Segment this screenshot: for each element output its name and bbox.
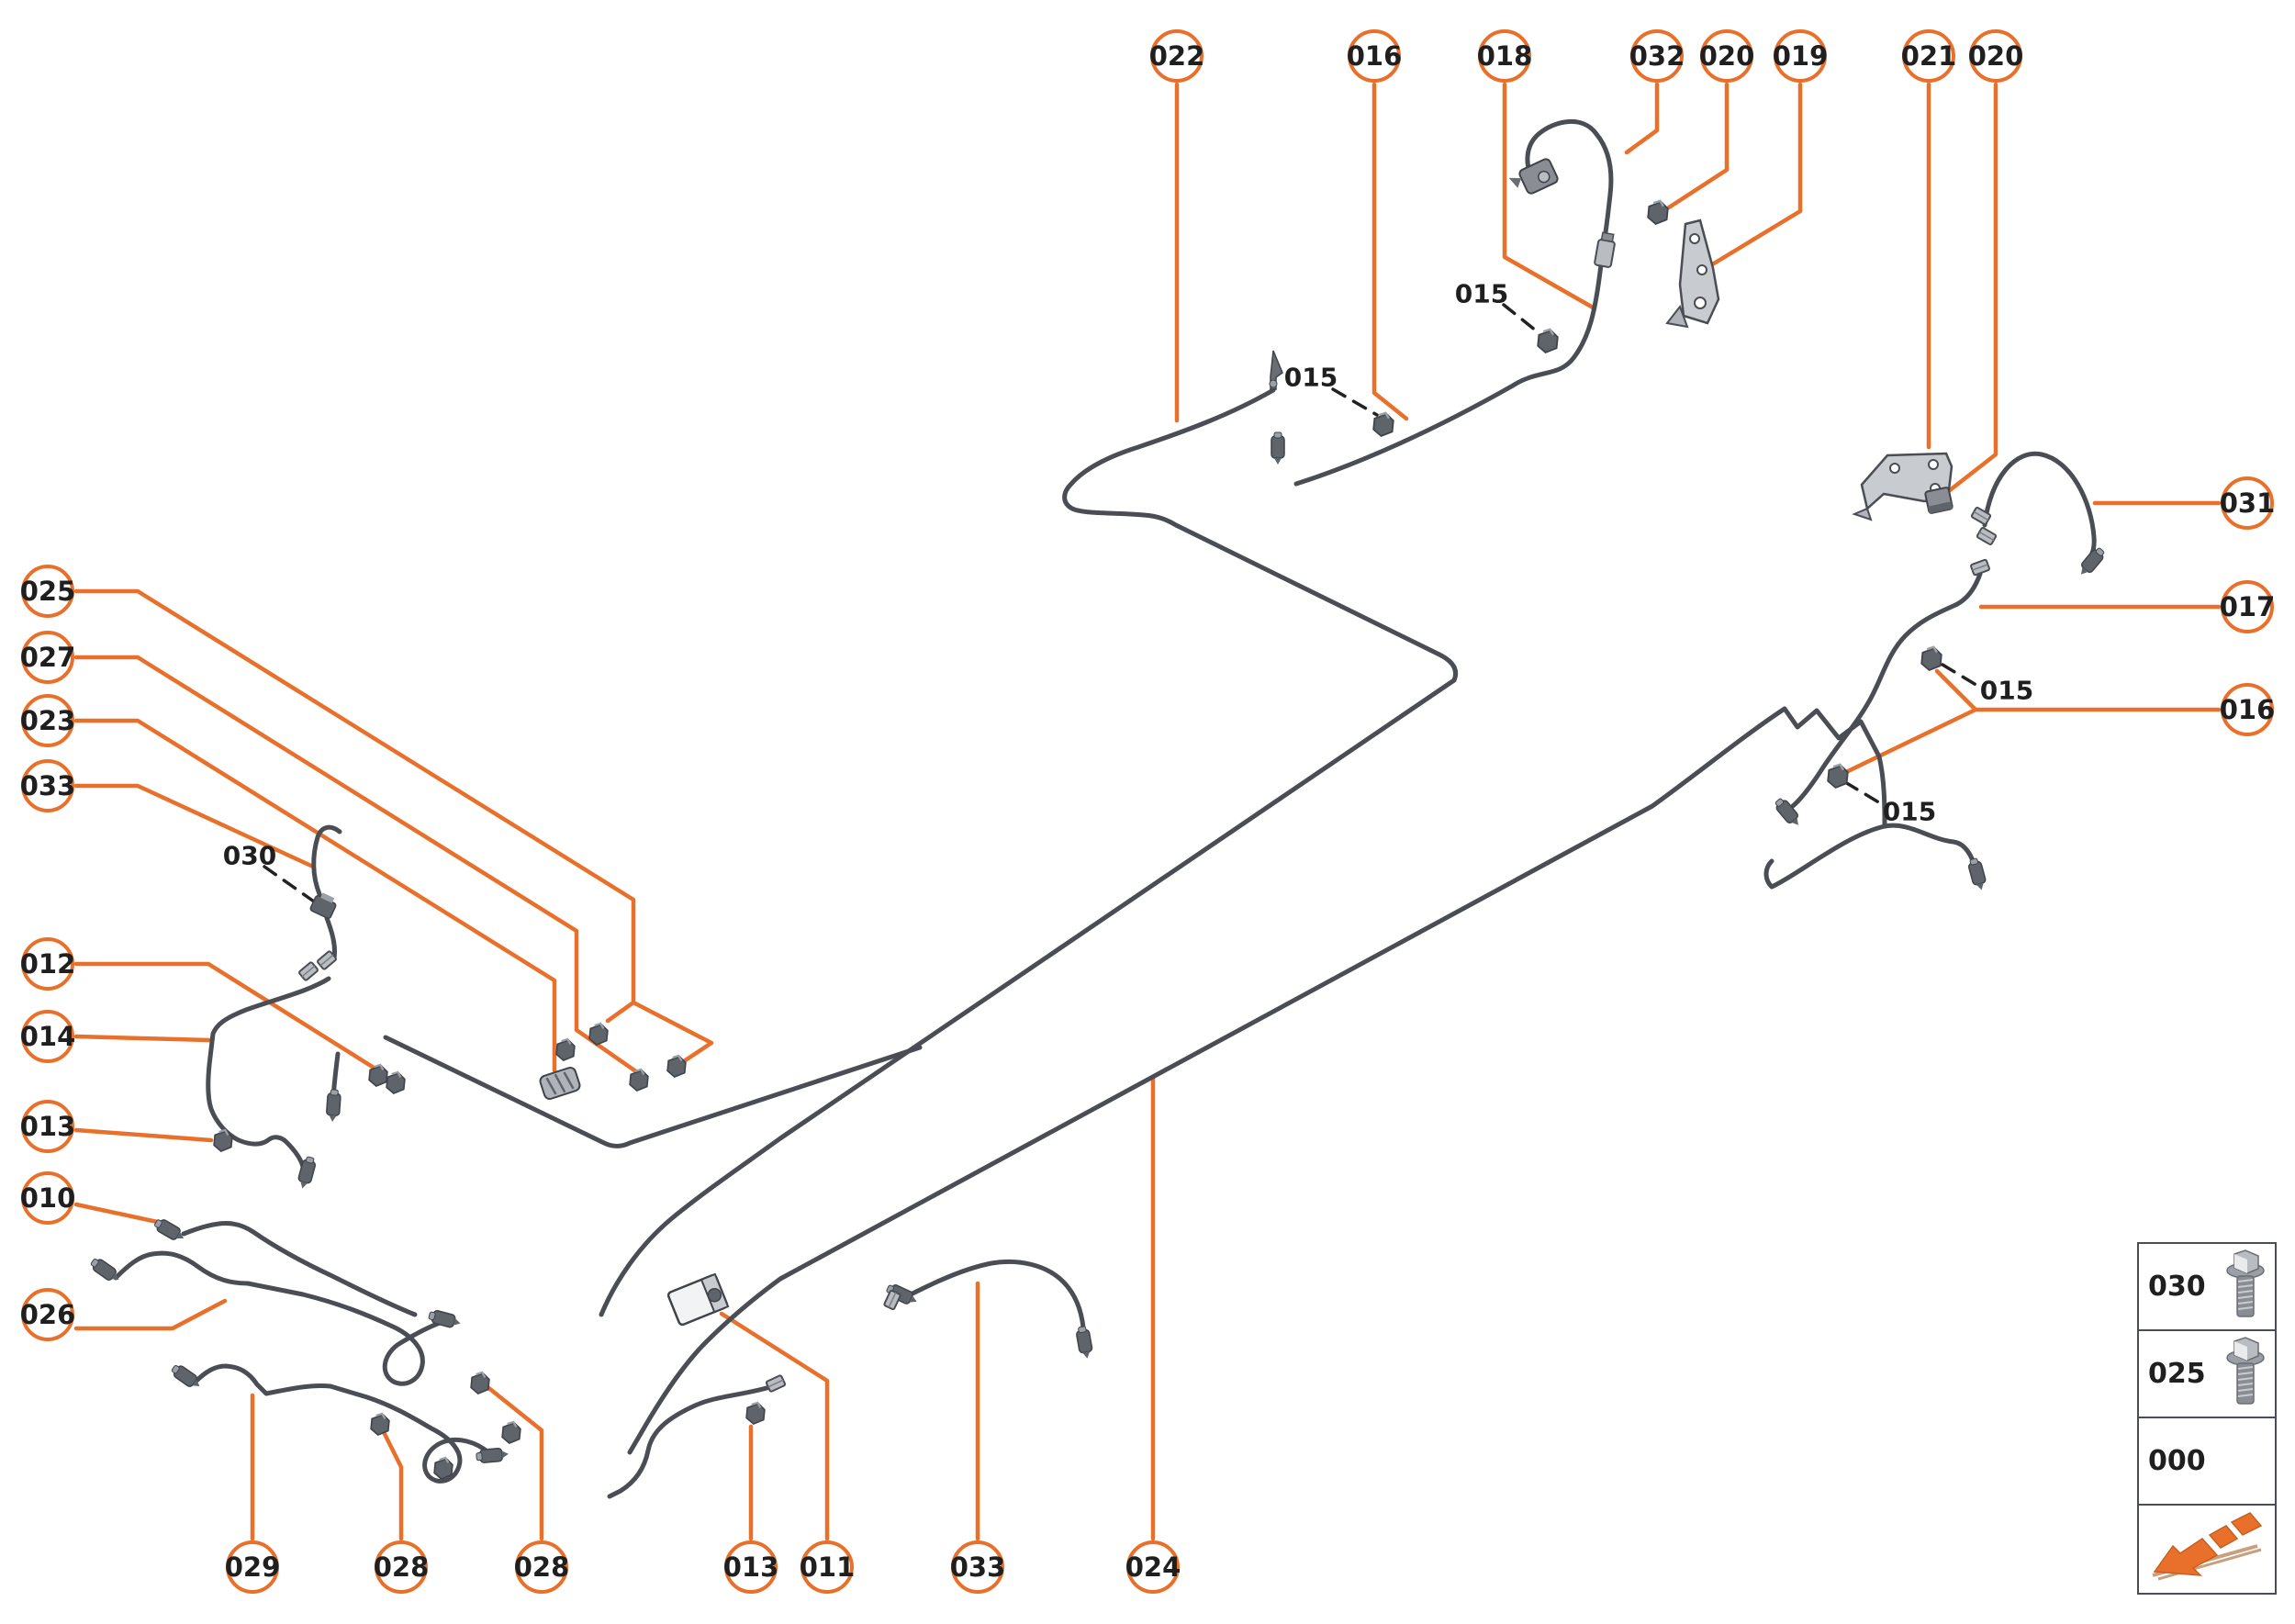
legend-row-000[interactable]: 000 [2139,1418,2275,1506]
callout-028-a[interactable]: 028 [374,1540,429,1594]
callout-012[interactable]: 012 [20,937,75,991]
legend-box: 030 025 [2137,1242,2277,1595]
callout-020-top-right[interactable]: 020 [1968,29,2023,83]
label-030: 030 [222,840,277,871]
label-015-right-lower: 015 [1882,796,1937,827]
callout-016-top[interactable]: 016 [1347,29,1402,83]
callout-031[interactable]: 031 [2220,476,2275,530]
callout-033-bottom[interactable]: 033 [950,1540,1005,1594]
direction-arrow-icon [2149,1511,2265,1588]
legend-row-025[interactable]: 025 [2139,1331,2275,1418]
callout-021[interactable]: 021 [1901,29,1956,83]
legend-row-030[interactable]: 030 [2139,1244,2275,1331]
callout-013-left[interactable]: 013 [20,1100,75,1153]
legend-label-000: 000 [2148,1445,2206,1477]
callout-028-b[interactable]: 028 [514,1540,569,1594]
callout-011[interactable]: 011 [800,1540,855,1594]
bolt-icon [2225,1249,2266,1326]
callout-032[interactable]: 032 [1629,29,1685,83]
callout-023[interactable]: 023 [20,694,75,747]
legend-label-030: 030 [2148,1271,2206,1303]
callout-027[interactable]: 027 [20,631,75,684]
legend-row-direction[interactable] [2139,1506,2275,1593]
callout-029[interactable]: 029 [225,1540,280,1594]
callout-018[interactable]: 018 [1477,29,1532,83]
label-015-upper: 015 [1454,278,1509,309]
callout-019[interactable]: 019 [1773,29,1828,83]
callout-013-bottom[interactable]: 013 [723,1540,778,1594]
label-015-right-upper: 015 [1979,675,2034,706]
label-015-center: 015 [1283,362,1338,393]
callout-024[interactable]: 024 [1125,1540,1181,1594]
callout-033-left[interactable]: 033 [20,759,75,812]
callout-017[interactable]: 017 [2220,580,2275,633]
callout-020-top-left[interactable]: 020 [1699,29,1754,83]
callout-010[interactable]: 010 [20,1171,75,1225]
callout-025[interactable]: 025 [20,565,75,618]
callout-016-right[interactable]: 016 [2220,683,2275,736]
bolt-icon [2225,1336,2266,1413]
callout-022[interactable]: 022 [1149,29,1204,83]
legend-label-025: 025 [2148,1358,2206,1390]
callout-026[interactable]: 026 [20,1288,75,1341]
callout-014[interactable]: 014 [20,1010,75,1063]
